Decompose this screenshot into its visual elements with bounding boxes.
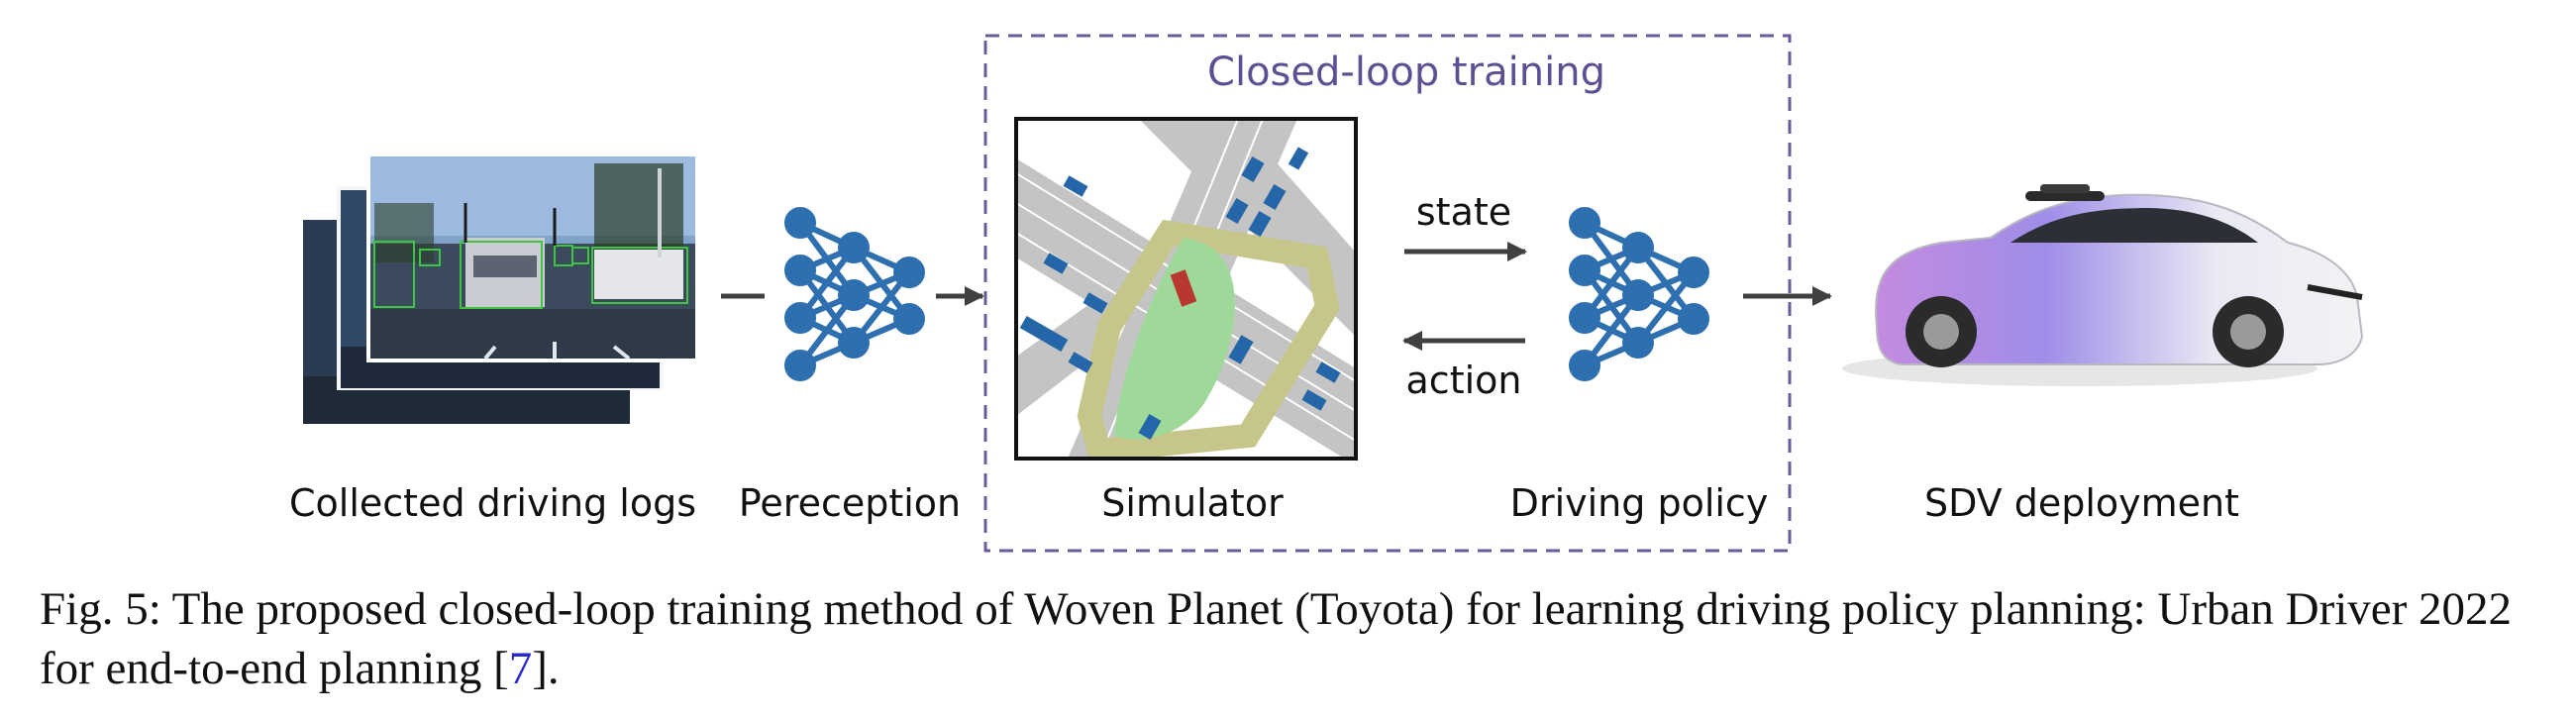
driving-policy-network-icon bbox=[1569, 207, 1709, 381]
perception-network-icon bbox=[784, 207, 925, 381]
simulator-frame bbox=[1014, 117, 1358, 461]
citation-link[interactable]: 7 bbox=[508, 643, 533, 694]
closed-loop-region bbox=[983, 34, 1792, 553]
label-perception: Pereception bbox=[738, 481, 962, 525]
label-action: action bbox=[1405, 359, 1522, 402]
label-driving-policy: Driving policy bbox=[1509, 481, 1769, 525]
simulator-map bbox=[1016, 119, 1356, 459]
figure-caption: Fig. 5: The proposed closed-loop trainin… bbox=[40, 579, 2545, 698]
caption-end: ]. bbox=[532, 643, 560, 694]
label-collected-driving-logs: Collected driving logs bbox=[289, 481, 697, 525]
closed-loop-title: Closed-loop training bbox=[1207, 50, 1605, 95]
figure: Closed-loop training Collected driving l… bbox=[289, 34, 2364, 553]
sdv-car bbox=[1842, 184, 2364, 386]
caption-text: Fig. 5: The proposed closed-loop trainin… bbox=[40, 583, 2513, 694]
driving-log-frames bbox=[303, 153, 699, 424]
label-state: state bbox=[1415, 190, 1512, 234]
label-simulator: Simulator bbox=[1101, 481, 1284, 525]
label-sdv-deployment: SDV deployment bbox=[1923, 481, 2240, 525]
